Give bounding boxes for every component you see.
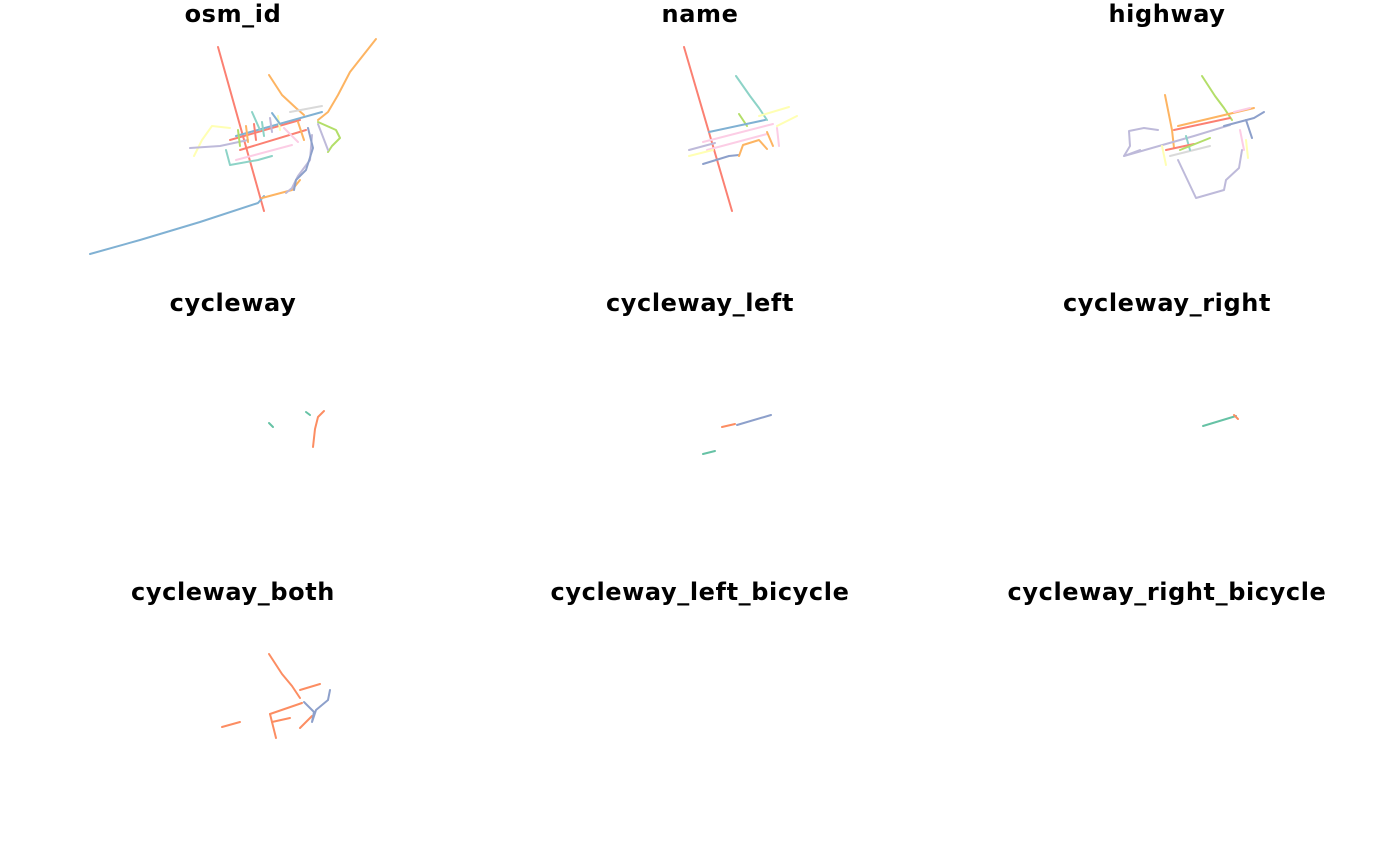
panel-cycleway-both: cycleway_both [0, 578, 466, 867]
road-line [299, 683, 321, 691]
road-line [702, 154, 740, 165]
road-line [261, 121, 265, 137]
road-line [1185, 135, 1191, 151]
map-cycleway-both [221, 653, 331, 739]
road-line [269, 713, 277, 739]
road-line [271, 112, 281, 125]
road-line [766, 131, 774, 147]
road-line [317, 38, 377, 121]
road-line [289, 105, 323, 113]
panel-osm-id: osm_id [0, 0, 466, 289]
road-line [738, 139, 768, 157]
panel-cycleway-right: cycleway_right [934, 289, 1400, 578]
road-line [688, 142, 716, 151]
road-line [235, 144, 293, 161]
road-line [268, 422, 274, 428]
road-line [293, 127, 314, 191]
panel-cycleway: cycleway [0, 289, 466, 578]
road-line [1173, 117, 1231, 131]
road-line [1233, 414, 1239, 420]
road-line [1169, 145, 1211, 157]
road-line [237, 129, 241, 147]
road-line [776, 127, 780, 147]
road-line [303, 689, 331, 723]
road-line [225, 149, 273, 166]
road-line [1239, 129, 1245, 151]
road-line [312, 410, 325, 448]
map-highway [1123, 75, 1265, 199]
road-line [245, 125, 249, 143]
road-line [229, 119, 301, 141]
road-line [89, 195, 265, 255]
map-cycleway-left [702, 414, 772, 455]
road-line [271, 717, 291, 723]
map-osm-id [89, 38, 377, 255]
road-line [193, 125, 231, 157]
road-line [702, 450, 716, 455]
road-line [317, 123, 329, 151]
road-line [776, 115, 798, 127]
road-line [268, 653, 301, 699]
map-cycleway-left-bicycle [467, 578, 933, 867]
panel-title: cycleway_right_bicycle [1007, 578, 1327, 606]
road-line [706, 133, 768, 151]
map-name [683, 46, 798, 212]
panel-title: cycleway_left [605, 289, 795, 317]
road-line [1202, 415, 1237, 427]
road-line [285, 134, 313, 194]
map-cycleway [268, 410, 325, 448]
panel-title: cycleway_both [131, 578, 335, 606]
panel-title: osm_id [184, 0, 282, 28]
panel-cycleway-left: cycleway_left [467, 289, 933, 578]
road-line [1223, 111, 1265, 127]
panel-title: cycleway_left_bicycle [550, 578, 850, 606]
road-line [269, 117, 273, 133]
road-line [721, 423, 736, 428]
road-line [297, 121, 305, 141]
road-line [269, 702, 303, 715]
panel-title: cycleway [169, 289, 297, 317]
road-line [1164, 94, 1175, 149]
road-line [702, 123, 774, 143]
road-line [283, 127, 299, 143]
road-line [251, 111, 261, 131]
road-line [688, 149, 714, 157]
road-line [1177, 149, 1243, 199]
road-line [317, 121, 341, 153]
panel-cycleway-left-bicycle: cycleway_left_bicycle [467, 578, 933, 867]
panel-highway: highway [934, 0, 1400, 289]
road-line [736, 414, 772, 426]
road-line [239, 129, 307, 151]
road-line [299, 715, 313, 729]
road-line [1161, 145, 1167, 166]
road-line [221, 721, 241, 728]
road-line [1233, 107, 1251, 113]
road-line [1245, 119, 1253, 139]
road-line [758, 106, 790, 117]
road-line [683, 46, 733, 212]
road-line [1179, 137, 1211, 151]
road-line [217, 46, 265, 212]
road-line [1165, 143, 1195, 151]
road-line [253, 123, 257, 141]
map-cycleway-right-bicycle [934, 578, 1400, 867]
panel-title: highway [1108, 0, 1226, 28]
road-line [261, 179, 301, 199]
panel-title: cycleway_right [1062, 289, 1272, 317]
panel-name: name [467, 0, 933, 289]
road-line [305, 411, 311, 416]
map-cycleway-right [1202, 414, 1239, 427]
road-line [268, 74, 305, 116]
road-line [1123, 124, 1231, 157]
road-line [708, 119, 766, 133]
panel-title: name [661, 0, 739, 28]
road-line [1245, 139, 1249, 159]
road-line [735, 75, 768, 121]
panel-cycleway-right-bicycle: cycleway_right_bicycle [934, 578, 1400, 867]
